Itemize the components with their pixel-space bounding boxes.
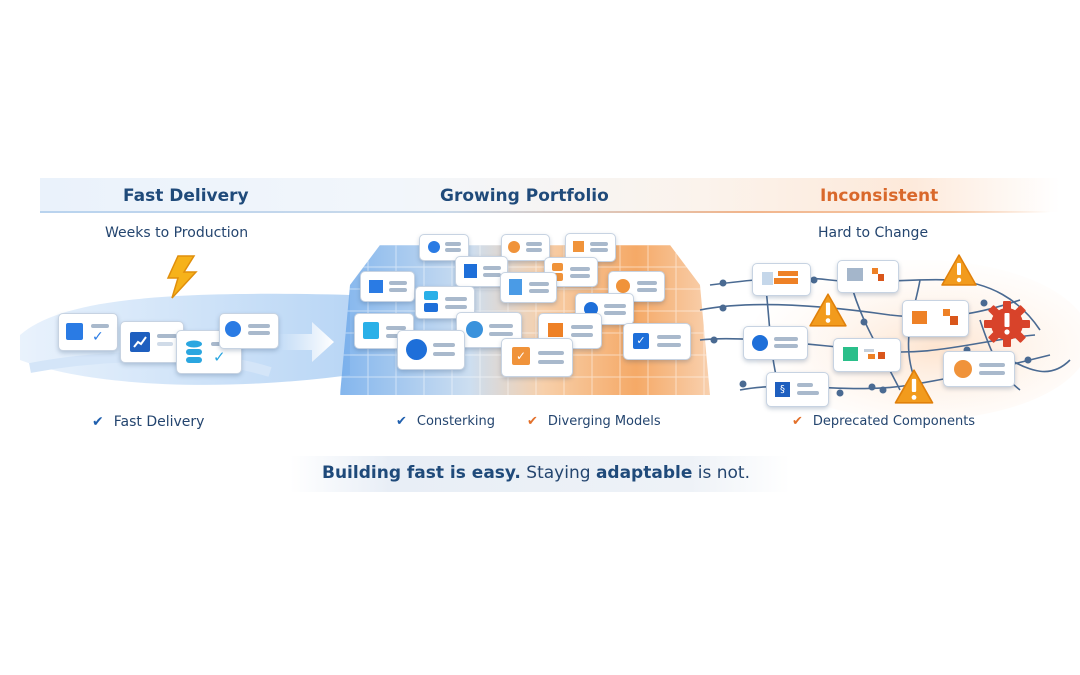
check-icon: ✓ xyxy=(633,333,649,349)
check-item-diverging-models: ✔Diverging Models xyxy=(527,414,661,429)
line-chart-icon xyxy=(130,332,150,352)
column-title-fast-delivery: Fast Delivery xyxy=(123,186,249,206)
check-icon: ✔ xyxy=(792,414,803,429)
check-icon: ✓ xyxy=(512,347,530,365)
warning-triangle-icon xyxy=(893,368,935,409)
check-icon: ✔ xyxy=(527,414,538,429)
document-icon xyxy=(66,323,83,340)
check-item-deprecated-components: ✔Deprecated Components xyxy=(792,414,976,429)
error-gear-icon xyxy=(982,299,1032,353)
tagline-band xyxy=(290,456,790,492)
check-item-consterking: ✔Consterking xyxy=(396,414,496,429)
card-database: ✓ xyxy=(176,330,242,374)
component-card: § xyxy=(766,372,829,407)
check-icon: ✔ xyxy=(396,414,407,429)
portfolio-card xyxy=(501,234,550,261)
lightning-bolt-icon xyxy=(164,254,198,304)
column-subtitle-weeks: Weeks to Production xyxy=(105,225,249,241)
portfolio-card xyxy=(575,293,634,325)
portfolio-card xyxy=(455,256,508,287)
card-document-check: ✓ xyxy=(58,313,118,351)
check-icon: ✓ xyxy=(92,329,104,345)
portfolio-card-check: ✓ xyxy=(623,323,691,360)
portfolio-card xyxy=(397,330,465,370)
card-user xyxy=(219,313,279,349)
component-card xyxy=(752,263,811,296)
column-title-growing-portfolio: Growing Portfolio xyxy=(440,186,609,206)
column-title-inconsistent: Inconsistent xyxy=(820,186,939,206)
card-chart xyxy=(120,321,184,363)
component-card xyxy=(837,260,899,293)
database-icon xyxy=(185,340,203,368)
check-icon: ✔ xyxy=(92,414,104,430)
header-band xyxy=(40,178,1060,212)
column-subtitle-hard-to-change: Hard to Change xyxy=(818,225,929,241)
warning-triangle-icon xyxy=(808,292,848,332)
component-card xyxy=(743,326,808,360)
portfolio-card xyxy=(360,271,415,302)
user-circle-icon xyxy=(225,321,241,337)
portfolio-card xyxy=(500,272,557,303)
portfolio-card-check: ✓ xyxy=(501,338,573,377)
arrow-right-icon xyxy=(278,318,336,370)
check-item-fast-delivery: ✔Fast Delivery xyxy=(92,414,205,430)
component-card xyxy=(833,338,901,372)
check-icon: ✓ xyxy=(213,348,226,366)
tagline: Building fast is easy. Staying adaptable… xyxy=(322,463,750,483)
component-card xyxy=(943,351,1015,387)
header-divider xyxy=(40,211,1050,213)
component-card xyxy=(902,300,969,337)
warning-triangle-icon xyxy=(940,253,978,291)
